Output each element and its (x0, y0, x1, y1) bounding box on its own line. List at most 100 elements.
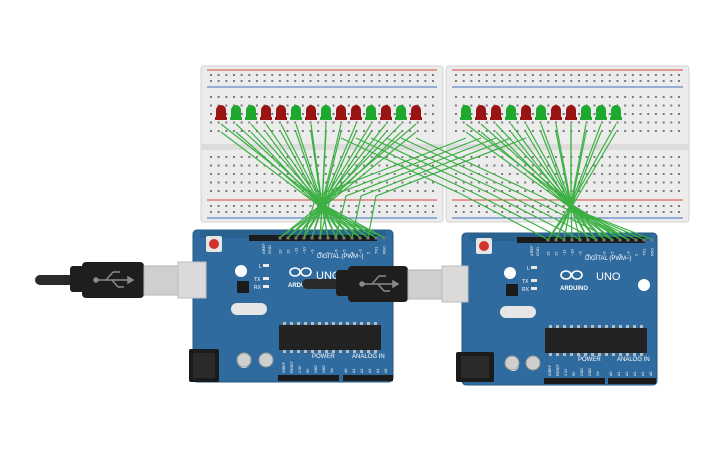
crystal (231, 303, 267, 315)
red-led[interactable] (565, 105, 577, 120)
digital-pin[interactable] (302, 236, 306, 240)
pin-label: A3 (633, 372, 637, 376)
red-led[interactable] (260, 105, 272, 120)
red-led[interactable] (305, 105, 317, 120)
digital-pin[interactable] (366, 236, 370, 240)
digital-pin[interactable] (650, 238, 654, 242)
red-led[interactable] (520, 105, 532, 120)
usb-plug-metal (407, 269, 443, 300)
led-l-label: L (527, 266, 530, 272)
pin-label: A2 (625, 372, 629, 376)
digital-pin[interactable] (374, 236, 378, 240)
green-led[interactable] (230, 105, 242, 120)
digital-pin[interactable] (562, 238, 566, 242)
digital-pin[interactable] (278, 236, 282, 240)
breadboard-left[interactable] (200, 65, 444, 223)
red-led[interactable] (215, 105, 227, 120)
wire[interactable] (303, 137, 467, 238)
digital-pin[interactable] (350, 236, 354, 240)
digital-pin[interactable] (358, 236, 362, 240)
red-led[interactable] (410, 105, 422, 120)
digital-pin[interactable] (610, 238, 614, 242)
analog-header (608, 378, 656, 384)
red-led[interactable] (335, 105, 347, 120)
digital-pin[interactable] (310, 236, 314, 240)
red-led[interactable] (350, 105, 362, 120)
wire[interactable] (311, 131, 417, 238)
led-tx (263, 277, 269, 280)
digital-pin[interactable] (578, 238, 582, 242)
wire[interactable] (355, 137, 565, 241)
digital-pin[interactable] (594, 238, 598, 242)
usb-cable-right[interactable] (302, 265, 469, 303)
pin-label: 3.3V (298, 365, 302, 373)
wire[interactable] (335, 137, 497, 238)
digital-pin[interactable] (618, 238, 622, 242)
digital-pin[interactable] (334, 236, 338, 240)
digital-pin-label: 8 (318, 251, 323, 254)
green-led[interactable] (245, 105, 257, 120)
pin-label: 5V (306, 368, 310, 373)
digital-pin[interactable] (602, 238, 606, 242)
usb-cable-left[interactable] (35, 261, 207, 299)
usb-strain-relief (336, 270, 350, 296)
wire[interactable] (415, 137, 629, 241)
digital-pin[interactable] (546, 238, 550, 242)
wire[interactable] (400, 137, 613, 241)
digital-pin[interactable] (642, 238, 646, 242)
digital-pin-label: ~10 (570, 248, 575, 256)
breadboard-right[interactable] (445, 65, 690, 223)
led-row (460, 105, 622, 120)
digital-pin[interactable] (586, 238, 590, 242)
wire[interactable] (340, 137, 549, 241)
green-led[interactable] (505, 105, 517, 120)
green-led[interactable] (535, 105, 547, 120)
digital-pin-label: TX1 (374, 246, 379, 254)
red-led[interactable] (475, 105, 487, 120)
digital-pin[interactable] (382, 236, 386, 240)
wire[interactable] (570, 123, 629, 241)
green-led[interactable] (595, 105, 607, 120)
wire[interactable] (320, 123, 417, 239)
green-led[interactable] (460, 105, 472, 120)
wire[interactable] (319, 137, 482, 238)
digital-pin[interactable] (570, 238, 574, 242)
digital-pin[interactable] (294, 236, 298, 240)
green-led[interactable] (365, 105, 377, 120)
green-led[interactable] (320, 105, 332, 120)
green-led[interactable] (610, 105, 622, 120)
digital-pin[interactable] (286, 236, 290, 240)
digital-pin[interactable] (634, 238, 638, 242)
reset-button-cap[interactable] (209, 239, 219, 249)
digital-pin[interactable] (554, 238, 558, 242)
green-led[interactable] (580, 105, 592, 120)
red-led[interactable] (550, 105, 562, 120)
digital-pin-label: 12 (554, 251, 559, 256)
red-led[interactable] (490, 105, 502, 120)
digital-pin[interactable] (342, 236, 346, 240)
icsp-chip (506, 284, 518, 296)
digital-pin-label: 2 (634, 253, 639, 256)
tx-label: TX (254, 277, 261, 283)
green-led[interactable] (395, 105, 407, 120)
red-led[interactable] (275, 105, 287, 120)
wire[interactable] (367, 137, 527, 238)
pin-label: A4 (376, 369, 380, 373)
digital-pin[interactable] (626, 238, 630, 242)
wire[interactable] (385, 137, 597, 241)
wire[interactable] (351, 137, 512, 238)
wire[interactable] (555, 131, 617, 240)
green-led[interactable] (290, 105, 302, 120)
digital-pin[interactable] (326, 236, 330, 240)
breadboard-holes (210, 74, 434, 213)
gnd-label: GND (535, 247, 540, 256)
red-led[interactable] (380, 105, 392, 120)
reset-button-cap[interactable] (479, 241, 489, 251)
digital-pin[interactable] (318, 236, 322, 240)
wire[interactable] (370, 137, 581, 241)
